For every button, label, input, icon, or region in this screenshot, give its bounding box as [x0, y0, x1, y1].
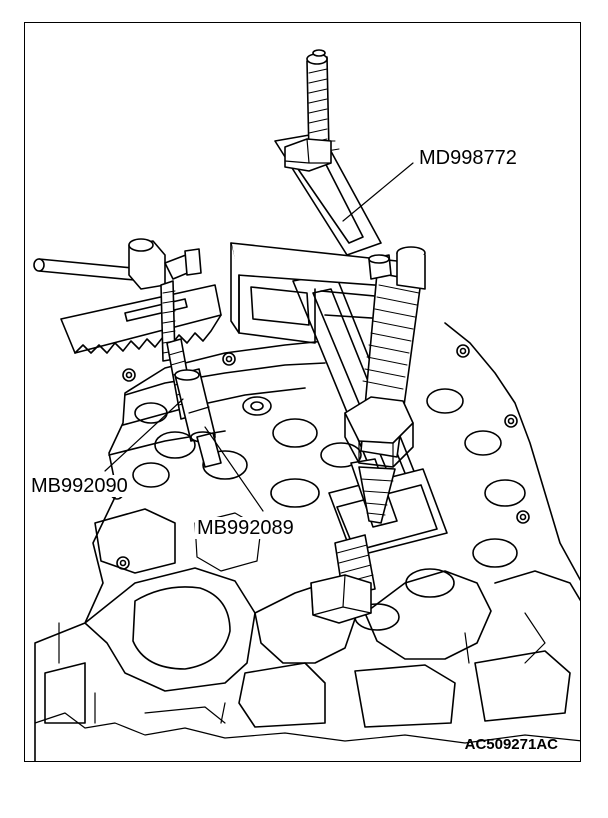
- valve-spring-tool: [33, 238, 222, 468]
- callout-md998772: MD998772: [417, 147, 519, 169]
- leader-lines: [104, 162, 414, 512]
- figure-frame: MD998772 MB992090 MB992089 AC509271AC: [24, 22, 581, 762]
- callout-mb992089: MB992089: [195, 517, 296, 539]
- technical-illustration: [33, 49, 580, 761]
- bridge-tool: [230, 49, 448, 624]
- figure-code: AC509271AC: [464, 736, 558, 753]
- callout-mb992090: MB992090: [29, 475, 130, 497]
- cylinder-head: [34, 322, 580, 761]
